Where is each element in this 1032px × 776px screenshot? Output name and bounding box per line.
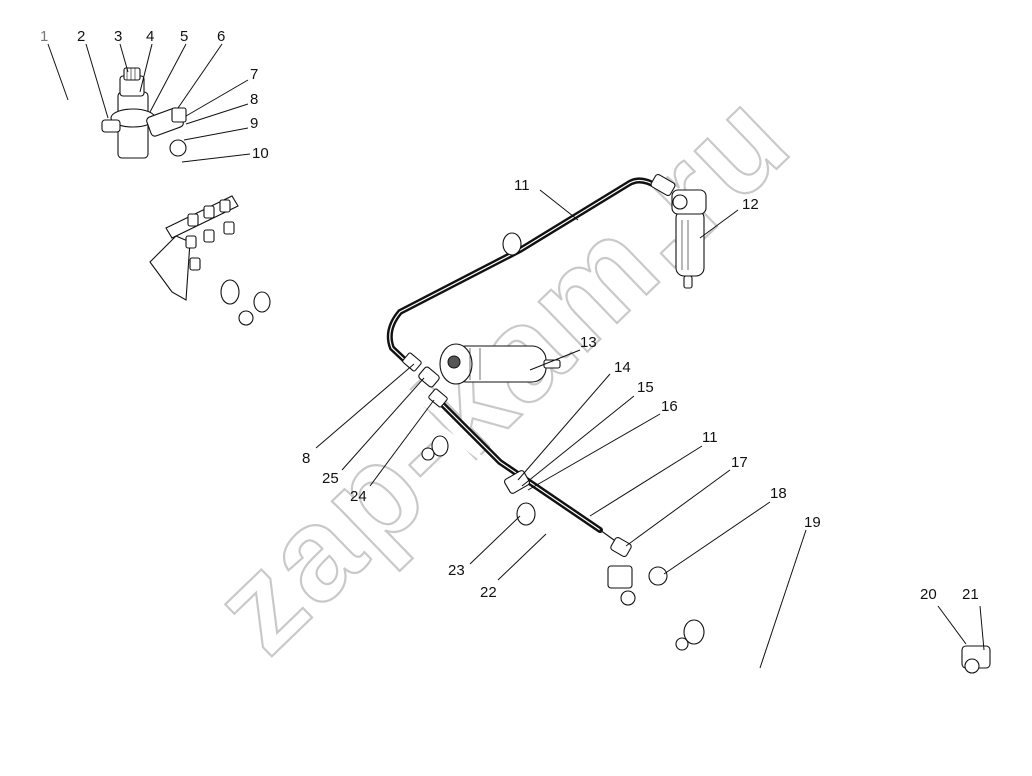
callout-8-top: 8 <box>250 91 258 108</box>
callout-11-top: 11 <box>514 177 530 194</box>
fittings-17-18 <box>610 536 668 586</box>
callout-22: 22 <box>480 584 497 601</box>
control-valve <box>101 67 187 159</box>
callout-25: 25 <box>322 470 339 487</box>
callout-11-bottom: 11 <box>702 429 718 446</box>
filter-12 <box>650 173 707 289</box>
callout-8-bottom: 8 <box>302 450 310 467</box>
callout-24: 24 <box>350 488 367 505</box>
callout-17: 17 <box>731 454 748 471</box>
callout-23: 23 <box>448 562 465 579</box>
callout-4: 4 <box>146 28 154 45</box>
callout-18: 18 <box>770 485 787 502</box>
callout-20: 20 <box>920 586 937 603</box>
callout-21: 21 <box>962 586 979 603</box>
callout-10: 10 <box>252 145 269 162</box>
callout-3: 3 <box>114 28 122 45</box>
callout-5: 5 <box>180 28 188 45</box>
callout-6: 6 <box>217 28 225 45</box>
pipe-19 <box>663 576 972 734</box>
callout-15: 15 <box>637 379 654 396</box>
hose-11-upper <box>386 177 659 368</box>
callout-14: 14 <box>614 359 631 376</box>
callout-19: 19 <box>804 514 821 531</box>
callout-12: 12 <box>742 196 759 213</box>
leader-lines <box>47 43 985 669</box>
callout-1: 1 <box>40 28 48 45</box>
callout-7: 7 <box>250 66 258 83</box>
tee-fittings <box>402 352 448 408</box>
pipe-clips <box>220 232 705 651</box>
callout-16: 16 <box>661 398 678 415</box>
cylinder-13 <box>439 343 561 385</box>
callout-13: 13 <box>580 334 597 351</box>
callout-labels: 1 2 3 4 5 6 7 8 9 10 11 12 13 14 15 16 1… <box>40 28 979 603</box>
callout-9: 9 <box>250 115 258 132</box>
distribution-block <box>149 195 239 301</box>
fitting-20-21 <box>961 645 991 674</box>
callout-2: 2 <box>77 28 85 45</box>
